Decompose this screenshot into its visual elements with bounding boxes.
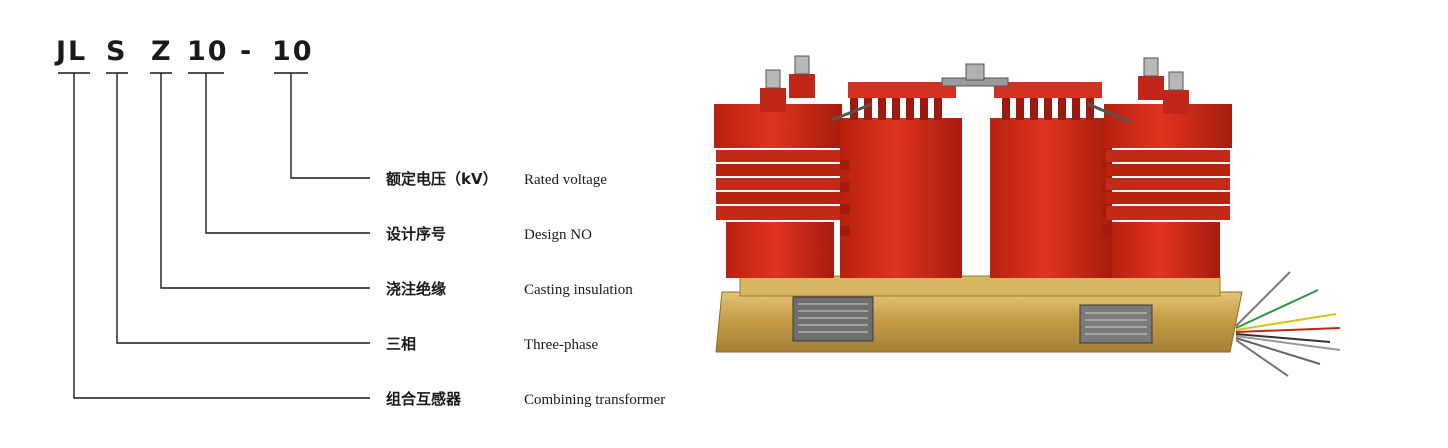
leader-design-no xyxy=(205,73,370,234)
legend-cn-design-no: 设计序号 xyxy=(386,225,446,243)
leader-casting xyxy=(160,73,370,289)
code-seg-voltage: 10 xyxy=(272,36,314,67)
legend: 额定电压（kV） Rated voltage 设计序号 Design NO 浇注… xyxy=(386,170,665,408)
legend-cn-casting: 浇注绝缘 xyxy=(386,280,446,298)
insulator-right-inner xyxy=(990,82,1112,278)
insulator-right-outer xyxy=(1104,57,1232,278)
nameplate-right xyxy=(1079,304,1153,344)
code-seg-jl: JL xyxy=(54,36,87,67)
insulator-left-outer xyxy=(714,55,842,278)
legend-en-casting: Casting insulation xyxy=(524,282,633,298)
code-seg-s: S xyxy=(106,36,127,67)
code-seg-dash: - xyxy=(240,36,253,67)
leader-rated-voltage xyxy=(290,73,370,179)
leader-lines xyxy=(73,73,370,399)
legend-en-design-no: Design NO xyxy=(524,227,592,243)
leader-combining xyxy=(73,73,370,399)
legend-en-rated-voltage: Rated voltage xyxy=(524,172,607,188)
product-image xyxy=(714,55,1341,377)
legend-cn-combining: 组合互感器 xyxy=(386,390,462,408)
code-seg-z: Z xyxy=(151,36,173,67)
insulator-left-inner xyxy=(840,82,962,278)
center-terminal xyxy=(941,63,1009,87)
legend-cn-rated-voltage: 额定电压（kV） xyxy=(386,170,498,188)
brass-base-top xyxy=(739,275,1221,297)
legend-en-combining: Combining transformer xyxy=(524,392,665,408)
model-code: JL S Z 10 - 10 xyxy=(54,36,314,67)
legend-en-three-phase: Three-phase xyxy=(524,337,598,353)
cable-wires xyxy=(1235,271,1341,377)
legend-cn-three-phase: 三相 xyxy=(386,335,416,353)
code-seg-design: 10 xyxy=(187,36,229,67)
leader-three-phase xyxy=(116,73,370,344)
